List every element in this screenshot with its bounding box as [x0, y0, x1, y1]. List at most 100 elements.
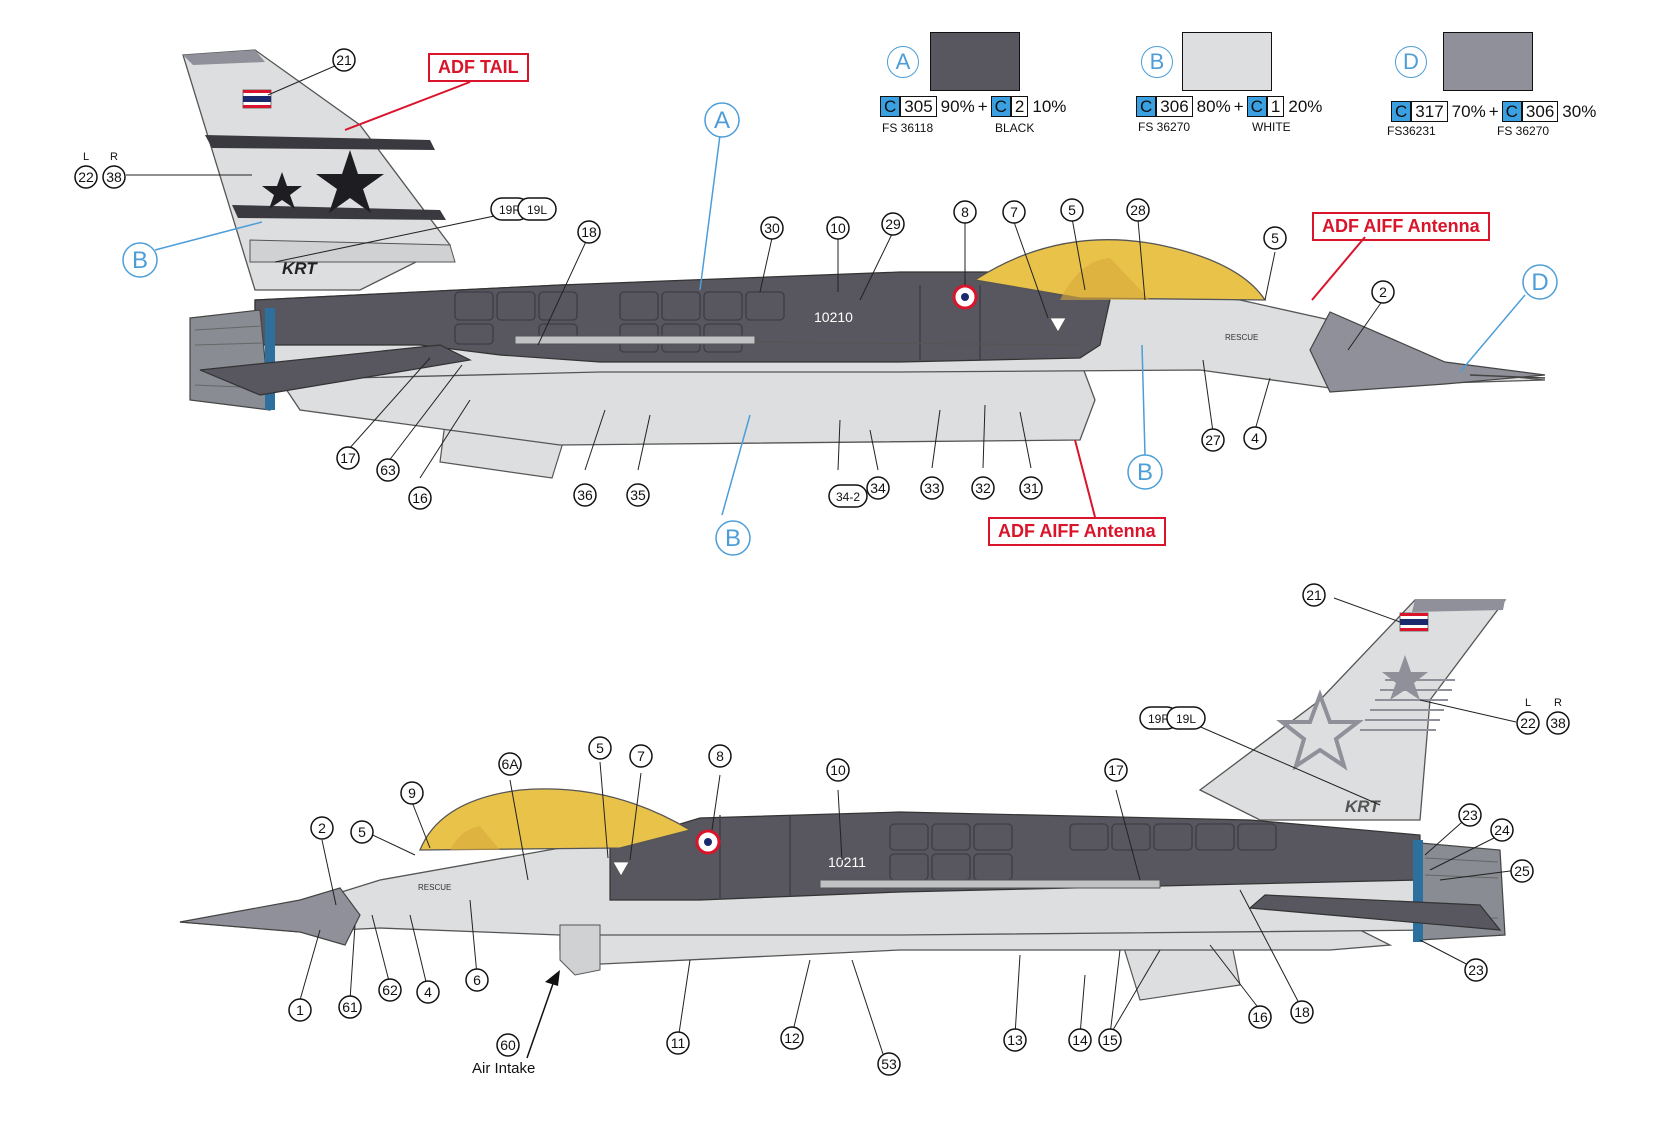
top-marker-17: 17	[336, 446, 360, 470]
bottom-marker-24: 24	[1490, 818, 1514, 842]
top-marker-22: 22	[74, 165, 98, 189]
top-marker-2: 2	[1371, 280, 1395, 304]
top-marker-34-2: 34-2	[828, 484, 868, 508]
bottom-marker-4: 4	[416, 980, 440, 1004]
svg-text:23: 23	[1468, 962, 1484, 978]
mix-percent: 10%	[1032, 97, 1067, 116]
top-marker-28: 28	[1126, 198, 1150, 222]
bottom-nose-cone	[179, 887, 361, 946]
mix-percent: 20%	[1288, 97, 1323, 116]
top-marker-18: 18	[577, 220, 601, 244]
svg-text:28: 28	[1130, 202, 1146, 218]
top-rescue-text: RESCUE	[1225, 333, 1258, 342]
bottom-rescue-triangle	[612, 861, 630, 877]
top-serial: 10210	[814, 309, 853, 325]
top-roundel	[952, 284, 978, 310]
bottom-marker-2: 2	[310, 816, 334, 840]
swatch-a-fs2: BLACK	[995, 121, 1035, 135]
color-code-c: C	[990, 96, 1011, 117]
top-dark-spine	[254, 271, 1111, 363]
top-marker-38: 38	[102, 165, 126, 189]
svg-text:34: 34	[870, 480, 886, 496]
bottom-side-label-right: R	[1554, 697, 1562, 709]
svg-text:30: 30	[764, 220, 780, 236]
bottom-marker-10: 10	[826, 758, 850, 782]
svg-text:B: B	[1137, 459, 1153, 486]
top-marker-35: 35	[626, 483, 650, 507]
bottom-marker-21: 21	[1302, 583, 1326, 607]
bottom-marker-11: 11	[666, 1031, 690, 1055]
svg-text:8: 8	[961, 204, 969, 220]
bottom-marker-12: 12	[780, 1026, 804, 1050]
svg-text:22: 22	[1520, 715, 1536, 731]
svg-text:B: B	[725, 525, 741, 552]
svg-text:38: 38	[1550, 715, 1566, 731]
svg-text:25: 25	[1514, 863, 1530, 879]
mix-percent: 30%	[1562, 102, 1597, 121]
svg-text:5: 5	[358, 824, 366, 840]
color-number: 1	[1266, 96, 1285, 117]
top-marker-5: 5	[1263, 226, 1287, 250]
bottom-marker-6: 6	[465, 968, 489, 992]
top-marker-4: 4	[1243, 426, 1267, 450]
swatch-d-fs1: FS36231	[1387, 124, 1436, 138]
swatch-a-color	[930, 32, 1020, 91]
swatch-b-fs1: FS 36270	[1138, 120, 1191, 134]
bottom-side-label-left: L	[1525, 697, 1531, 709]
bottom-marker-1: 1	[288, 998, 312, 1022]
swatch-a-letter: A	[887, 46, 919, 78]
svg-text:10: 10	[830, 220, 846, 236]
bottom-marker-17: 17	[1104, 758, 1128, 782]
svg-text:63: 63	[380, 462, 396, 478]
bottom-marker-7: 7	[629, 744, 653, 768]
svg-text:4: 4	[424, 984, 432, 1000]
bottom-marker-14: 14	[1068, 1028, 1092, 1052]
svg-text:21: 21	[1306, 587, 1322, 603]
svg-text:21: 21	[336, 52, 352, 68]
svg-text:17: 17	[340, 450, 356, 466]
svg-text:18: 18	[581, 224, 597, 240]
aiff-antenna-callout-bottom: ADF AIFF Antenna	[988, 517, 1166, 546]
svg-text:62: 62	[382, 982, 398, 998]
top-marker-34: 34	[866, 476, 890, 500]
bottom-marker-9: 9	[400, 781, 424, 805]
bottom-roundel	[695, 829, 721, 855]
top-marker-27: 27	[1201, 428, 1225, 452]
svg-text:D: D	[1531, 269, 1548, 296]
color-code-c: C	[1136, 96, 1157, 117]
svg-text:13: 13	[1007, 1032, 1023, 1048]
svg-text:7: 7	[1010, 204, 1018, 220]
svg-text:19L: 19L	[527, 203, 547, 217]
bottom-marker-25: 25	[1510, 859, 1534, 883]
top-marker-10: 10	[826, 216, 850, 240]
top-marker-32: 32	[971, 476, 995, 500]
svg-text:29: 29	[885, 216, 901, 232]
bottom-tail-star-small	[1382, 655, 1428, 700]
color-number: 306	[1521, 101, 1559, 122]
plus-sign: +	[1488, 102, 1499, 121]
top-marker-7: 7	[1002, 200, 1026, 224]
top-side-label-right: R	[110, 151, 118, 163]
svg-text:61: 61	[342, 999, 358, 1015]
svg-text:27: 27	[1205, 432, 1221, 448]
bottom-canopy	[419, 788, 692, 851]
svg-text:10: 10	[830, 762, 846, 778]
bottom-marker-19L: 19L	[1166, 706, 1206, 730]
svg-text:7: 7	[637, 748, 645, 764]
swatch-b-letter: B	[1141, 46, 1173, 78]
color-number: 317	[1411, 101, 1448, 122]
top-tail-star-large	[316, 150, 384, 213]
bottom-marker-13: 13	[1003, 1028, 1027, 1052]
leader-lines	[126, 61, 1526, 1061]
svg-text:22: 22	[78, 169, 94, 185]
bottom-tail-flag	[1399, 612, 1429, 632]
svg-text:A: A	[714, 107, 730, 134]
swatch-d-letter: D	[1395, 46, 1427, 78]
top-aircraft: KRT 10210 RESCUE	[182, 49, 1546, 479]
